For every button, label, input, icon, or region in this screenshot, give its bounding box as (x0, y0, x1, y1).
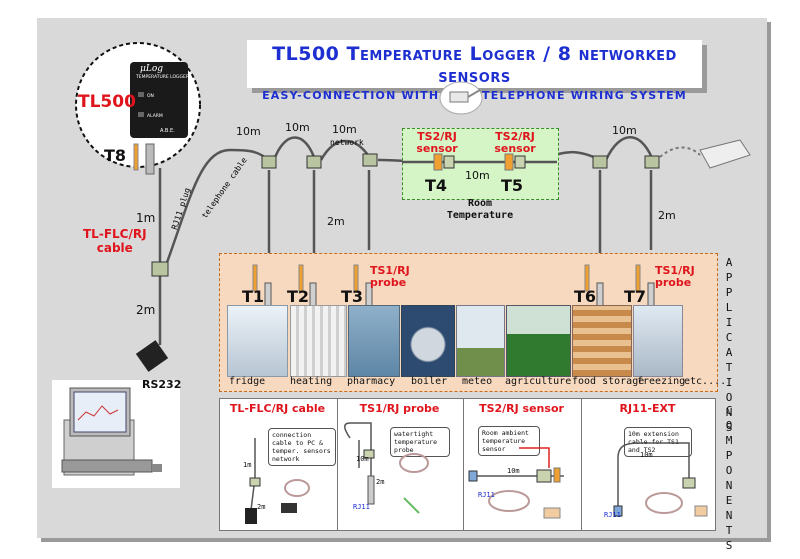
app-label-fridge: fridge (229, 376, 266, 387)
comp-ts1-len1: 10m (356, 455, 369, 463)
ts2-label-right-line2: sensor (494, 142, 536, 155)
app-label-agriculture: agriculture (505, 376, 572, 387)
network-label: network (330, 138, 364, 147)
t3-label: T3 (341, 287, 364, 306)
ts1-label-left-line2: probe (370, 276, 407, 289)
room-caption-line2: Temperature (446, 210, 514, 221)
component-title-ts2: TS2/RJ sensor (479, 402, 564, 415)
t1-label: T1 (242, 287, 265, 306)
ts1-label-left-line1: TS1/RJ (370, 264, 410, 277)
device-alarm-label: ALARM (147, 114, 163, 119)
component-title-rj11ext: RJ11-EXT (619, 402, 676, 415)
ts2-label-right-line1: TS2/RJ (495, 130, 535, 143)
app-label-boiler: boiler (411, 376, 448, 387)
title-line1: TL500 Temperature Logger / 8 networked s… (272, 43, 677, 87)
comp-rj11ext-rj: RJ11 (604, 511, 621, 519)
rs232-label: RS232 (142, 378, 182, 391)
pc-icon (52, 380, 180, 488)
ts1-label-left: TS1/RJ probe (370, 265, 418, 289)
comp-ts2-len: 10m (507, 467, 520, 475)
app-label-pharmacy: pharmacy (347, 376, 396, 387)
t2-label: T2 (287, 287, 310, 306)
ts1-label-right-line2: probe (655, 276, 692, 289)
comp-ts1-rj: RJ11 (353, 503, 370, 511)
pharmacy-photo (348, 305, 400, 377)
room-len-label: 10m (465, 169, 490, 182)
app-label-food-storage: food storage (572, 376, 645, 387)
component-note-tl-flc: connection cable to PC & temper. sensors… (268, 428, 336, 466)
app-label-heating: heating (290, 376, 333, 387)
device-maker: A.B.E. (160, 128, 175, 134)
tl500-label: TL500 (78, 92, 136, 112)
freezing-photo (633, 305, 683, 377)
comp-rj11ext-len: 10m (640, 451, 653, 459)
comp-tl-flc-len1: 1m (243, 461, 252, 469)
segment-label-3: 10m (332, 123, 357, 136)
fridge-photo (227, 305, 288, 377)
component-title-ts1: TS1/RJ probe (359, 402, 440, 415)
segment-label-4: 10m (612, 124, 637, 137)
comp-ts2-rj: RJ11 (478, 491, 495, 499)
internal-probe-icon (133, 143, 155, 175)
agriculture-photo (506, 305, 571, 377)
t8-label: T8 (104, 146, 127, 165)
component-illustrations (245, 422, 708, 524)
room-sensors-icon (402, 153, 557, 171)
app-label-freezing: freezing (637, 376, 686, 387)
component-note-ts1: watertight temperature probe (390, 427, 450, 457)
drop-label-right: 2m (658, 209, 676, 222)
tl-flc-label-line1: TL-FLC/RJ (83, 227, 147, 241)
ts2-label-left-line1: TS2/RJ (417, 130, 457, 143)
meteo-photo (456, 305, 505, 377)
ts2-label-left-line2: sensor (416, 142, 458, 155)
ts2-label-right: TS2/RJ sensor (490, 131, 540, 155)
room-temperature-zone (402, 128, 559, 200)
component-note-rj11ext: 10m extension cable for TS1 and TS2 (624, 427, 692, 457)
drop-label-left: 2m (327, 215, 345, 228)
t6-label: T6 (574, 287, 597, 306)
t4-label: T4 (425, 176, 448, 195)
ts1-label-right: TS1/RJ probe (655, 265, 703, 289)
room-caption-line1: Room (467, 198, 493, 209)
app-label-etc: etc.... (684, 376, 727, 387)
tl500-device-icon (130, 62, 188, 138)
len-2m-label: 2m (136, 303, 156, 317)
rj11-plug-icon (439, 81, 483, 115)
comp-tl-flc-len2: 2m (257, 503, 266, 511)
heating-photo (290, 305, 347, 377)
room-caption: Room Temperature (440, 198, 520, 222)
device-brand: μLog (140, 64, 164, 74)
comp-ts1-len2: 2m (376, 478, 385, 486)
title-box: TL500 Temperature Logger / 8 networked s… (247, 40, 702, 102)
component-title-tl-flc: TL-FLC/RJ cable (229, 402, 326, 415)
boiler-photo (401, 305, 455, 377)
segment-label-2: 10m (285, 121, 310, 134)
tl-flc-label-line2: cable (96, 241, 133, 255)
component-note-ts2: Room ambient temperature sensor (478, 426, 540, 456)
t7-label: T7 (624, 287, 647, 306)
segment-label-1: 10m (236, 125, 261, 138)
app-label-meteo: meteo (462, 376, 493, 387)
ts1-label-right-line1: TS1/RJ (655, 264, 695, 277)
ts2-label-left: TS2/RJ sensor (412, 131, 462, 155)
t5-label: T5 (501, 176, 524, 195)
food-storage-photo (572, 305, 632, 377)
device-on-label: ON (147, 94, 154, 99)
tl-flc-label: TL-FLC/RJ cable (83, 227, 147, 255)
device-label: TEMPERATURE LOGGER (136, 75, 189, 80)
len-1m-label: 1m (136, 211, 156, 225)
